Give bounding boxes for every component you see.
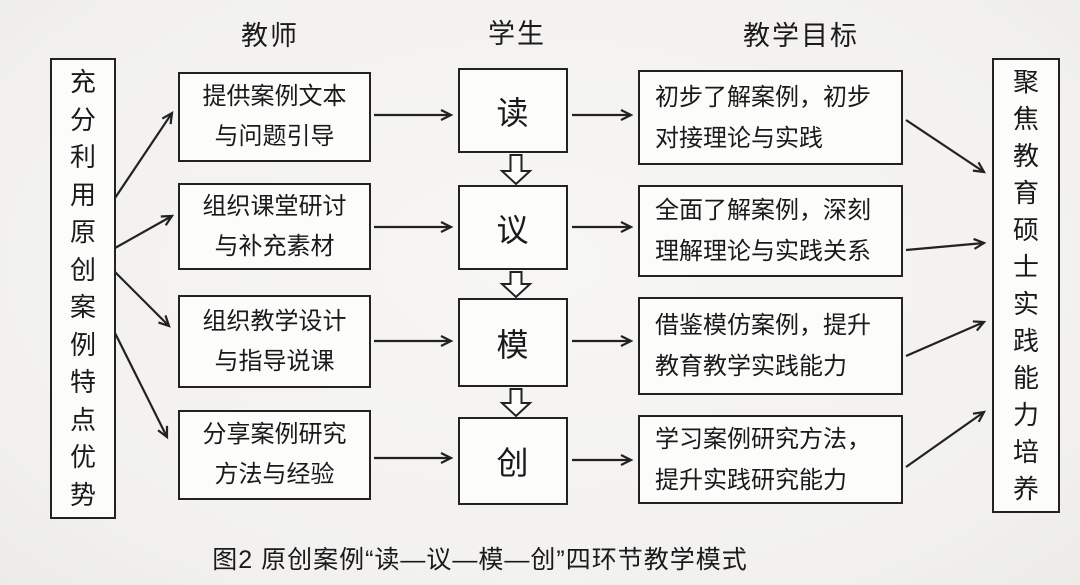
student-box-create: 创 bbox=[458, 417, 568, 505]
figure-caption: 图2 原创案例“读—议—模—创”四环节教学模式 bbox=[212, 546, 748, 574]
student-box-discuss-label: 议 bbox=[496, 211, 530, 248]
objective-box-2-line2: 理解理论与实践关系 bbox=[655, 238, 871, 265]
right-outcome-box: 聚焦教育硕士实践能力培养 bbox=[992, 58, 1060, 513]
teacher-box-3: 组织教学设计 与指导说课 bbox=[178, 295, 371, 388]
block-arrows-down bbox=[499, 154, 533, 418]
teacher-to-student-arrows bbox=[374, 109, 454, 464]
objective-box-1-line2: 对接理论与实践 bbox=[655, 124, 823, 152]
teacher-box-4-line1: 分享案例研究 bbox=[202, 421, 347, 448]
right-outcome-text: 聚焦教育硕士实践能力培养 bbox=[1012, 67, 1039, 504]
objective-box-2: 全面了解案例，深刻 理解理论与实践关系 bbox=[638, 185, 903, 277]
teacher-box-2: 组织课堂研讨 与补充素材 bbox=[178, 183, 371, 270]
objective-box-3-line2: 教育教学实践能力 bbox=[655, 353, 847, 380]
objective-box-1: 初步了解案例，初步 对接理论与实践 bbox=[638, 70, 903, 165]
objective-box-3: 借鉴模仿案例，提升 教育教学实践能力 bbox=[638, 297, 903, 395]
teacher-box-3-line1: 组织教学设计 bbox=[202, 307, 347, 335]
teacher-box-1-line2: 与问题引导 bbox=[214, 123, 335, 150]
objective-box-3-line1: 借鉴模仿案例，提升 bbox=[655, 312, 871, 339]
student-box-read: 读 bbox=[458, 68, 568, 153]
teacher-box-2-line2: 与补充素材 bbox=[214, 232, 335, 260]
teacher-box-2-line1: 组织课堂研讨 bbox=[202, 192, 347, 220]
teacher-box-3-line2: 与指导说课 bbox=[214, 347, 335, 375]
left-premise-box: 充分利用原创案例特点优势 bbox=[50, 58, 116, 519]
objective-box-4-line1: 学习案例研究方法， bbox=[655, 425, 871, 453]
fan-arrows-left bbox=[114, 110, 175, 440]
objective-box-2-line1: 全面了解案例，深刻 bbox=[655, 197, 871, 224]
objective-box-4: 学习案例研究方法， 提升实践研究能力 bbox=[638, 415, 903, 504]
column-header-objective: 教学目标 bbox=[743, 21, 859, 51]
objective-to-outcome-arrows bbox=[905, 119, 987, 468]
teacher-box-4: 分享案例研究 方法与经验 bbox=[178, 410, 371, 500]
objective-box-4-line2: 提升实践研究能力 bbox=[655, 466, 847, 494]
objective-box-1-line1: 初步了解案例，初步 bbox=[655, 83, 871, 111]
student-box-read-label: 读 bbox=[496, 94, 530, 131]
student-box-imitate: 模 bbox=[458, 298, 568, 387]
teacher-box-4-line2: 方法与经验 bbox=[214, 461, 335, 488]
left-premise-text: 充分利用原创案例特点优势 bbox=[69, 67, 96, 510]
teacher-box-1-line1: 提供案例文本 bbox=[202, 83, 347, 110]
teacher-box-1: 提供案例文本 与问题引导 bbox=[178, 72, 371, 162]
student-box-imitate-label: 模 bbox=[496, 326, 530, 363]
student-box-discuss: 议 bbox=[458, 185, 568, 270]
student-to-objective-arrows bbox=[572, 109, 634, 466]
column-header-teacher: 教师 bbox=[241, 21, 299, 51]
column-header-student: 学生 bbox=[488, 19, 546, 49]
student-box-create-label: 创 bbox=[496, 445, 530, 481]
